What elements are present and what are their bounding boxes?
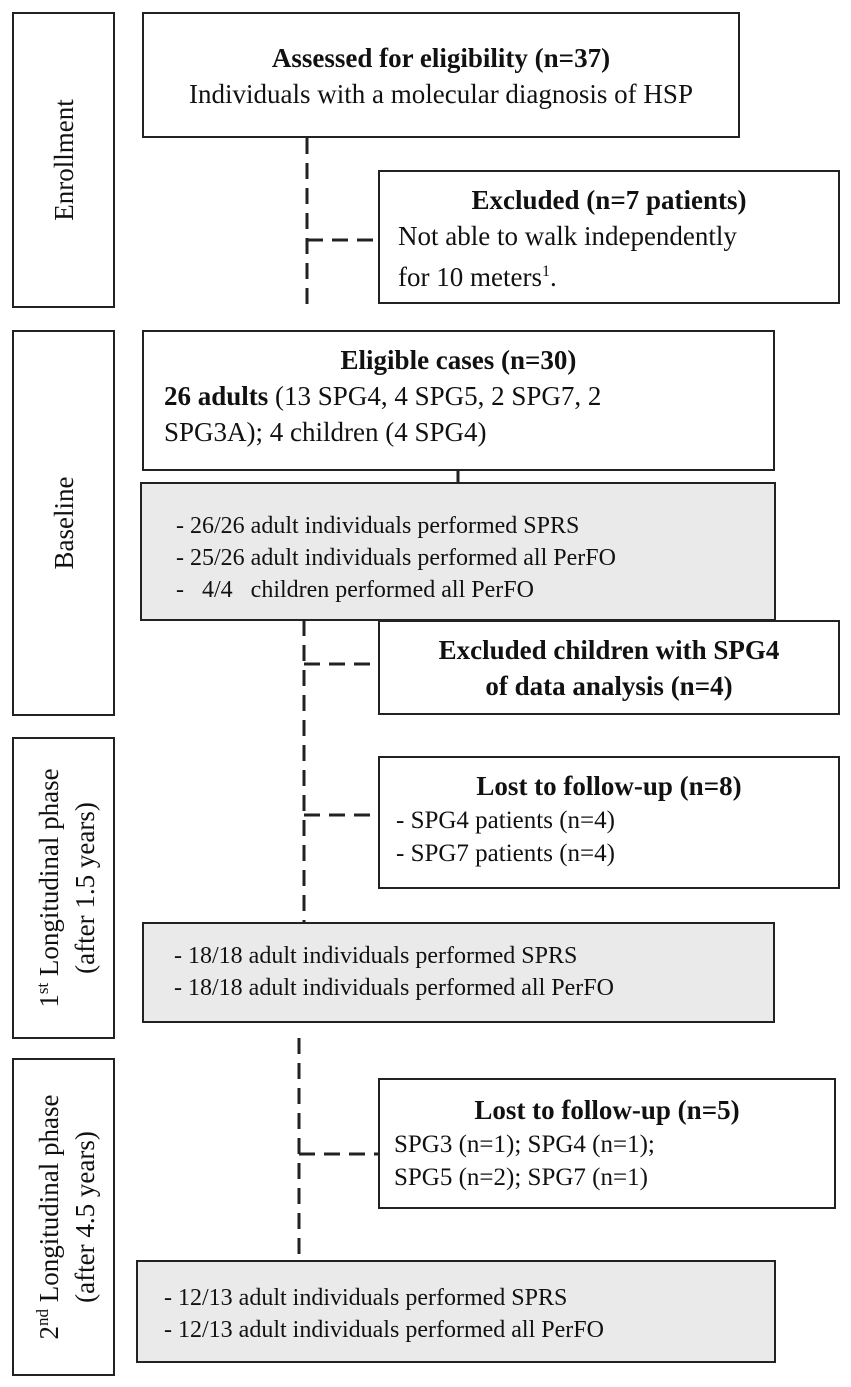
excluded-children-line1: Excluded children with SPG4 [438, 635, 780, 665]
assessed-text: Individuals with a molecular diagnosis o… [189, 79, 693, 109]
excluded-children-line2: of data analysis (n=4) [485, 671, 733, 701]
baseline-performance-item: - 25/26 adult individuals performed all … [176, 545, 616, 571]
excluded-line2: for 10 meters1. [398, 262, 557, 292]
phase-second-longitudinal-label: 2nd Longitudinal phase (after 4.5 years) [32, 1094, 100, 1340]
lost-follow-up-1-box: Lost to follow-up (n=8) - SPG4 patients … [378, 756, 840, 889]
baseline-performance-item: - 4/4 children performed all PerFO [176, 577, 534, 603]
phase-enrollment-label: Enrollment [48, 99, 79, 221]
eligible-line1: 26 adults (13 SPG4, 4 SPG5, 2 SPG7, 2 [164, 381, 602, 411]
lost-follow-up-2-box: Lost to follow-up (n=5) SPG3 (n=1); SPG4… [378, 1078, 836, 1209]
phase-first-longitudinal-label: 1st Longitudinal phase (after 1.5 years) [32, 768, 100, 1008]
phase2-performance-item: - 12/13 adult individuals performed all … [164, 1317, 604, 1343]
lost-follow-up-2-title: Lost to follow-up (n=5) [474, 1095, 740, 1125]
excluded-children-box: Excluded children with SPG4 of data anal… [378, 620, 840, 715]
baseline-performance-item: - 26/26 adult individuals performed SPRS [176, 513, 580, 539]
phase-baseline: Baseline [12, 330, 115, 716]
phase1-performance-box: - 18/18 adult individuals performed SPRS… [142, 922, 775, 1023]
phase-first-longitudinal: 1st Longitudinal phase (after 1.5 years) [12, 737, 115, 1039]
lost-follow-up-1-item: - SPG4 patients (n=4) [396, 807, 615, 834]
phase1-performance-item: - 18/18 adult individuals performed SPRS [174, 943, 578, 969]
baseline-performance-box: - 26/26 adult individuals performed SPRS… [140, 482, 776, 621]
phase-enrollment: Enrollment [12, 12, 115, 308]
eligible-line2: SPG3A); 4 children (4 SPG4) [164, 417, 487, 447]
phase1-performance-item: - 18/18 adult individuals performed all … [174, 975, 614, 1001]
lost-follow-up-2-line2: SPG5 (n=2); SPG7 (n=1) [394, 1164, 648, 1191]
assessed-box: Assessed for eligibility (n=37) Individu… [142, 12, 740, 138]
assessed-title: Assessed for eligibility (n=37) [271, 43, 611, 73]
lost-follow-up-2-line1: SPG3 (n=1); SPG4 (n=1); [394, 1131, 655, 1158]
phase-second-longitudinal: 2nd Longitudinal phase (after 4.5 years) [12, 1058, 115, 1376]
phase2-performance-item: - 12/13 adult individuals performed SPRS [164, 1285, 568, 1311]
phase-baseline-label: Baseline [48, 476, 79, 570]
eligible-box: Eligible cases (n=30) 26 adults (13 SPG4… [142, 330, 775, 471]
lost-follow-up-1-title: Lost to follow-up (n=8) [476, 771, 742, 801]
excluded-title: Excluded (n=7 patients) [471, 185, 747, 215]
excluded-line1: Not able to walk independently [398, 221, 737, 251]
excluded-box: Excluded (n=7 patients) Not able to walk… [378, 170, 840, 304]
eligible-title: Eligible cases (n=30) [340, 345, 577, 375]
phase2-performance-box: - 12/13 adult individuals performed SPRS… [136, 1260, 776, 1363]
lost-follow-up-1-item: - SPG7 patients (n=4) [396, 840, 615, 867]
